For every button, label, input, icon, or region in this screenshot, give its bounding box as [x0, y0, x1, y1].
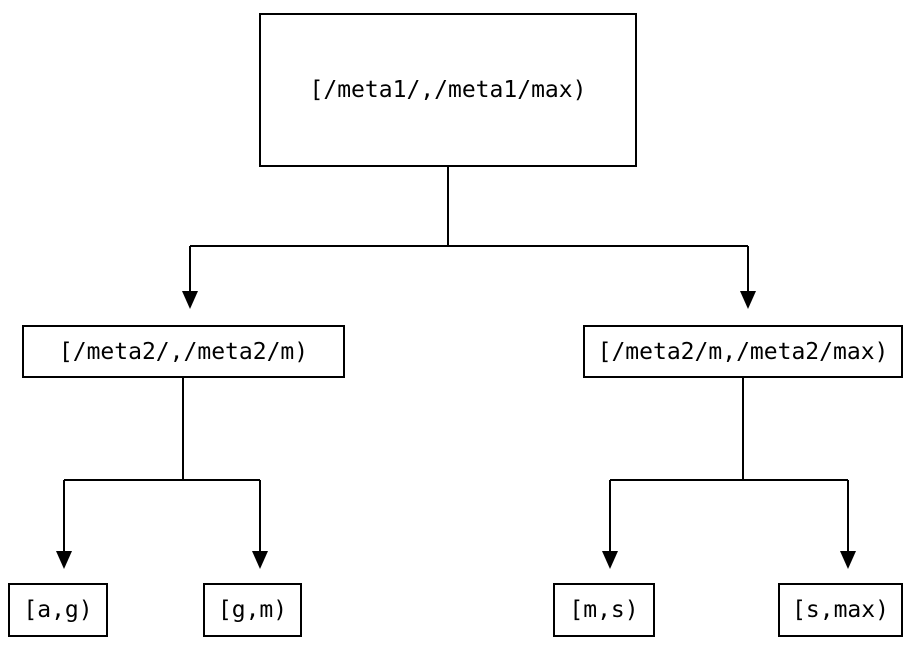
node-meta2-right-range: [/meta2/m,/meta2/max): [583, 325, 903, 378]
arrowhead-down-icon: [56, 551, 72, 569]
node-label: [m,s): [569, 597, 639, 623]
arrowhead-down-icon: [252, 551, 268, 569]
node-leaf-a-g: [a,g): [8, 583, 108, 637]
node-label: [g,m): [217, 597, 288, 623]
node-label: [/meta2/m,/meta2/max): [597, 338, 889, 365]
node-leaf-g-m: [g,m): [203, 583, 302, 637]
arrowhead-down-icon: [602, 551, 618, 569]
arrowhead-down-icon: [182, 291, 198, 309]
node-leaf-m-s: [m,s): [553, 583, 655, 637]
node-leaf-s-max: [s,max): [778, 583, 903, 637]
arrowhead-down-icon: [840, 551, 856, 569]
arrowhead-down-icon: [740, 291, 756, 309]
node-root-range: [/meta1/,/meta1/max): [259, 13, 637, 167]
node-label: [/meta1/,/meta1/max): [309, 77, 587, 103]
node-label: [s,max): [792, 597, 889, 623]
node-label: [/meta2/,/meta2/m): [58, 338, 309, 365]
node-meta2-left-range: [/meta2/,/meta2/m): [22, 325, 345, 378]
node-label: [a,g): [23, 597, 93, 623]
